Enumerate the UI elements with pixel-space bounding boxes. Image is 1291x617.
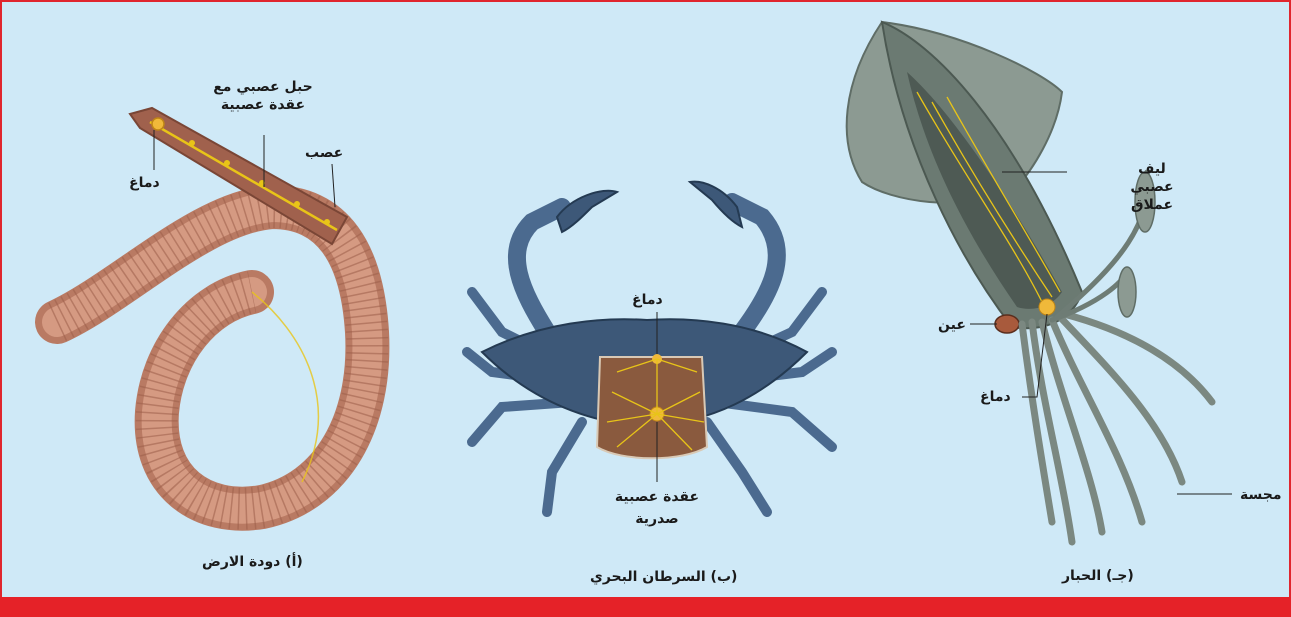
squid-caption: (جـ) الحبار [1062,567,1134,585]
squid-giant-fiber-label: ليف عصبي عملاق [1122,160,1182,214]
squid-giant-fiber-label-line3: عملاق [1122,196,1182,214]
squid-tentacle-club-2 [1118,267,1136,317]
earthworm-illustration [57,108,367,509]
bottom-red-bar [0,597,1291,617]
crab-illustration [467,182,832,512]
squid-tentacle-label: مجسة [1240,486,1282,504]
squid-giant-fiber-label-line1: ليف [1122,160,1182,178]
crab-left-claw [557,191,617,232]
crab-nerve-section [597,357,707,458]
crab-right-claw [690,182,742,227]
earthworm-caption: (أ) دودة الارض [202,553,303,571]
earthworm-nerve-label: عصب [305,144,343,162]
squid-eye-label: عين [938,316,966,334]
squid-arms [1022,314,1212,542]
crab-brain-label: دماغ [632,291,663,309]
earthworm-nerve-cord-label-line1: حبل عصبي مع [204,78,322,96]
squid-eye [995,315,1019,333]
earthworm-nerve-cord-label-line2: عقدة عصبية [204,96,322,114]
squid-brain [1039,299,1055,315]
squid-illustration [847,22,1232,542]
earthworm-body-highlight [57,207,367,509]
earthworm-nerve-cord-label: حبل عصبي مع عقدة عصبية [204,78,322,114]
crab-left-arm [517,207,562,332]
squid-brain-label: دماغ [980,388,1011,406]
squid-giant-fiber-label-line2: عصبي [1122,178,1182,196]
crab-ganglion-label: عقدة عصبية صدرية [597,488,717,528]
earthworm-nerve-line [252,292,318,482]
crab-ganglion-label-line2: صدرية [597,510,717,528]
crab-ganglion-label-line1: عقدة عصبية [597,488,717,506]
earthworm-brain-label: دماغ [129,174,160,192]
crab-caption: (ب) السرطان البحري [590,568,737,586]
leader-worm-nerve [332,164,335,207]
earthworm-brain [152,118,164,130]
